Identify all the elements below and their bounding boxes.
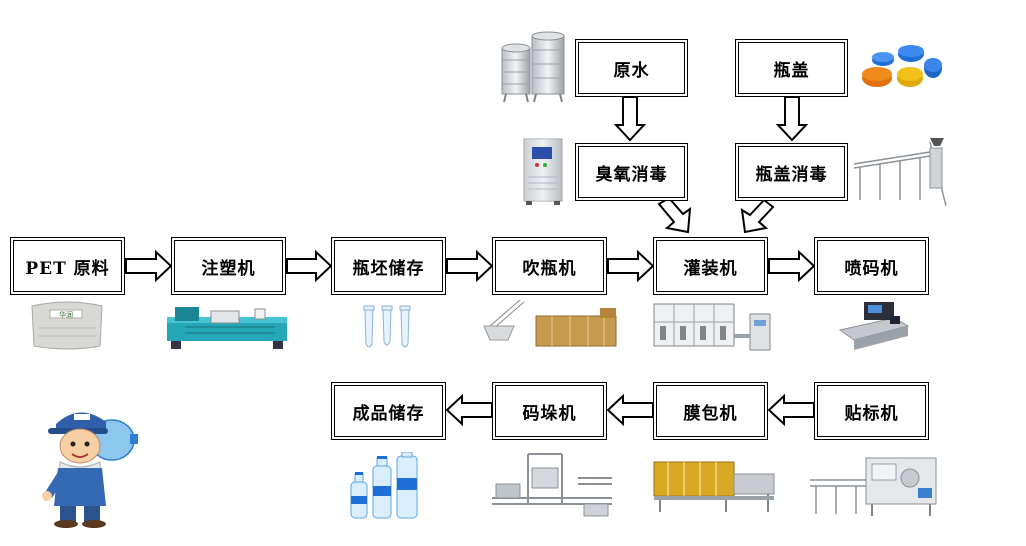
arrow-mobao-to-maduo (606, 393, 654, 427)
node-pingpi: 瓶坯储存 (331, 237, 446, 295)
arrow-yuanshui-to-chouyang (613, 96, 647, 142)
palletizer-icon (492, 453, 612, 517)
node-chuiping: 吹瓶机 (492, 237, 607, 295)
arrow-zhusu-to-pingpi (286, 249, 333, 283)
arrow-guanzhuang-to-penma (768, 249, 816, 283)
node-pinggai-xiaodu: 瓶盖消毒 (735, 143, 848, 201)
node-mobao-label: 膜包机 (683, 403, 738, 424)
node-guanzhuang-label: 灌装机 (683, 258, 738, 279)
node-maduo: 码垛机 (492, 382, 607, 440)
arrow-tiebiao-to-mobao (767, 393, 815, 427)
labeling-machine-icon (810, 457, 937, 516)
arrow-chuiping-to-guanzhuang (607, 249, 655, 283)
filling-machine-icon (653, 303, 771, 351)
node-maduo-label: 码垛机 (522, 403, 577, 424)
node-yuanshui: 原水 (575, 39, 688, 97)
arrow-chouyang-to-guanzhuang (657, 196, 692, 234)
arrow-pingpi-to-chuiping (446, 249, 494, 283)
node-chouyang-label: 臭氧消毒 (595, 164, 668, 185)
ozone-generator-icon (523, 138, 563, 205)
node-chengpin-label: 成品储存 (352, 403, 425, 424)
water-tank-icon (501, 31, 565, 103)
node-chengpin: 成品储存 (331, 382, 446, 440)
arrow-pet-to-zhusu (125, 249, 173, 283)
node-chuiping-label: 吹瓶机 (522, 258, 577, 279)
node-chouyang: 臭氧消毒 (575, 143, 688, 201)
node-pet-label: PET 原料 (25, 258, 110, 279)
node-pinggai-xiaodu-label: 瓶盖消毒 (755, 164, 828, 185)
blow-molding-icon (483, 299, 617, 347)
node-penma: 喷码机 (814, 237, 929, 295)
node-pet: PET 原料 (10, 237, 125, 295)
arrow-xiaodu-to-guanzhuang (740, 198, 775, 234)
node-mobao: 膜包机 (653, 382, 768, 440)
pet-bag-icon: 华润 (31, 301, 103, 350)
shrink-wrapper-icon (653, 461, 775, 512)
node-guanzhuang: 灌装机 (653, 237, 768, 295)
cap-conveyor-icon (853, 138, 947, 207)
node-pinggai-label: 瓶盖 (773, 60, 810, 81)
node-tiebiao-label: 贴标机 (844, 403, 899, 424)
worker-mascot-icon (42, 412, 138, 528)
node-tiebiao: 贴标机 (814, 382, 929, 440)
inkjet-coder-icon (838, 302, 910, 350)
pet-bag-brand: 华润 (59, 310, 73, 319)
node-yuanshui-label: 原水 (613, 60, 650, 81)
arrow-pinggai-to-xiaodu (775, 96, 809, 142)
node-zhusu-label: 注塑机 (201, 258, 256, 279)
injection-molding-icon (167, 307, 287, 349)
water-bottles-icon (350, 452, 418, 519)
node-pingpi-label: 瓶坯储存 (352, 258, 425, 279)
node-zhusu: 注塑机 (171, 237, 286, 295)
node-pinggai: 瓶盖 (735, 39, 848, 97)
preform-icon (363, 305, 411, 348)
bottle-caps-icon (862, 45, 942, 87)
arrow-maduo-to-chengpin (445, 393, 493, 427)
node-penma-label: 喷码机 (844, 258, 899, 279)
